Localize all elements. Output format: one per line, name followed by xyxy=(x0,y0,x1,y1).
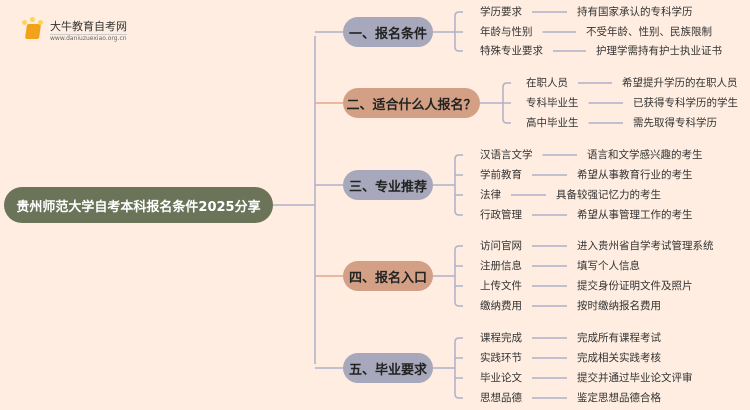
leaf-label[interactable]: 特殊专业要求 xyxy=(480,45,543,57)
leaf-label[interactable]: 实践环节 xyxy=(480,352,522,364)
branch-node[interactable]: 五、毕业要求 xyxy=(343,353,433,383)
leaf-label[interactable]: 年龄与性别 xyxy=(480,26,533,38)
leaf-label[interactable]: 专科毕业生 xyxy=(526,97,579,109)
leaf-label[interactable]: 行政管理 xyxy=(480,209,522,221)
leaf-label[interactable]: 思想品德 xyxy=(480,392,522,404)
leaf-value[interactable]: 已获得专科学历的学生 xyxy=(633,97,738,109)
branch-node[interactable]: 四、报名入口 xyxy=(343,261,433,291)
leaf-value[interactable]: 提交身份证明文件及照片 xyxy=(577,280,693,292)
branch-node[interactable]: 一、报名条件 xyxy=(343,17,433,47)
logo-url: www.daniuzuexiao.org.cn xyxy=(50,34,127,42)
branch-node[interactable]: 二、适合什么人报名？ xyxy=(343,88,480,118)
leaf-value[interactable]: 希望提升学历的在职人员 xyxy=(622,77,738,89)
bracket-line xyxy=(454,337,463,399)
leaf-value[interactable]: 完成所有课程考试 xyxy=(577,332,661,344)
bracket-line xyxy=(454,245,463,307)
leaf-label[interactable]: 注册信息 xyxy=(480,260,522,272)
leaf-value[interactable]: 护理学需持有护士执业证书 xyxy=(596,45,722,57)
leaf-value[interactable]: 填写个人信息 xyxy=(577,260,640,272)
leaf-value[interactable]: 希望从事教育行业的考生 xyxy=(577,169,693,181)
leaf-value[interactable]: 希望从事管理工作的考生 xyxy=(577,209,693,221)
leaf-value[interactable]: 按时缴纳报名费用 xyxy=(577,300,661,312)
book-icon xyxy=(22,17,44,40)
leaf-label[interactable]: 访问官网 xyxy=(480,240,522,252)
logo-title: 大牛教育自考网 xyxy=(50,20,127,33)
leaf-value[interactable]: 持有国家承认的专科学历 xyxy=(577,6,693,18)
leaf-value[interactable]: 鉴定思想品德合格 xyxy=(577,392,661,404)
logo: 大牛教育自考网 www.daniuzuexiao.org.cn xyxy=(22,17,127,42)
leaf-value[interactable]: 提交并通过毕业论文评审 xyxy=(577,372,693,384)
leaf-label[interactable]: 缴纳费用 xyxy=(480,300,522,312)
leaf-value[interactable]: 进入贵州省自学考试管理系统 xyxy=(577,240,714,252)
leaf-value[interactable]: 具备较强记忆力的考生 xyxy=(556,189,661,201)
leaf-label[interactable]: 汉语言文学 xyxy=(480,149,533,161)
root-node[interactable]: 贵州师范大学自考本科报名条件2025分享 xyxy=(4,187,273,223)
leaf-value[interactable]: 不受年龄、性别、民族限制 xyxy=(586,26,712,38)
leaf-label[interactable]: 法律 xyxy=(480,189,501,201)
branch-node[interactable]: 三、专业推荐 xyxy=(343,170,433,200)
leaf-label[interactable]: 课程完成 xyxy=(480,332,522,344)
leaf-value[interactable]: 完成相关实践考核 xyxy=(577,352,661,364)
leaf-label[interactable]: 学前教育 xyxy=(480,169,522,181)
leaf-value[interactable]: 语言和文学感兴趣的考生 xyxy=(587,149,703,161)
leaf-label[interactable]: 上传文件 xyxy=(480,280,522,292)
leaf-label[interactable]: 毕业论文 xyxy=(480,372,522,384)
leaf-value[interactable]: 需先取得专科学历 xyxy=(633,117,717,129)
leaf-label[interactable]: 学历要求 xyxy=(480,6,522,18)
leaf-label[interactable]: 在职人员 xyxy=(526,77,568,89)
leaf-label[interactable]: 高中毕业生 xyxy=(526,117,579,129)
bracket-line xyxy=(454,154,463,216)
